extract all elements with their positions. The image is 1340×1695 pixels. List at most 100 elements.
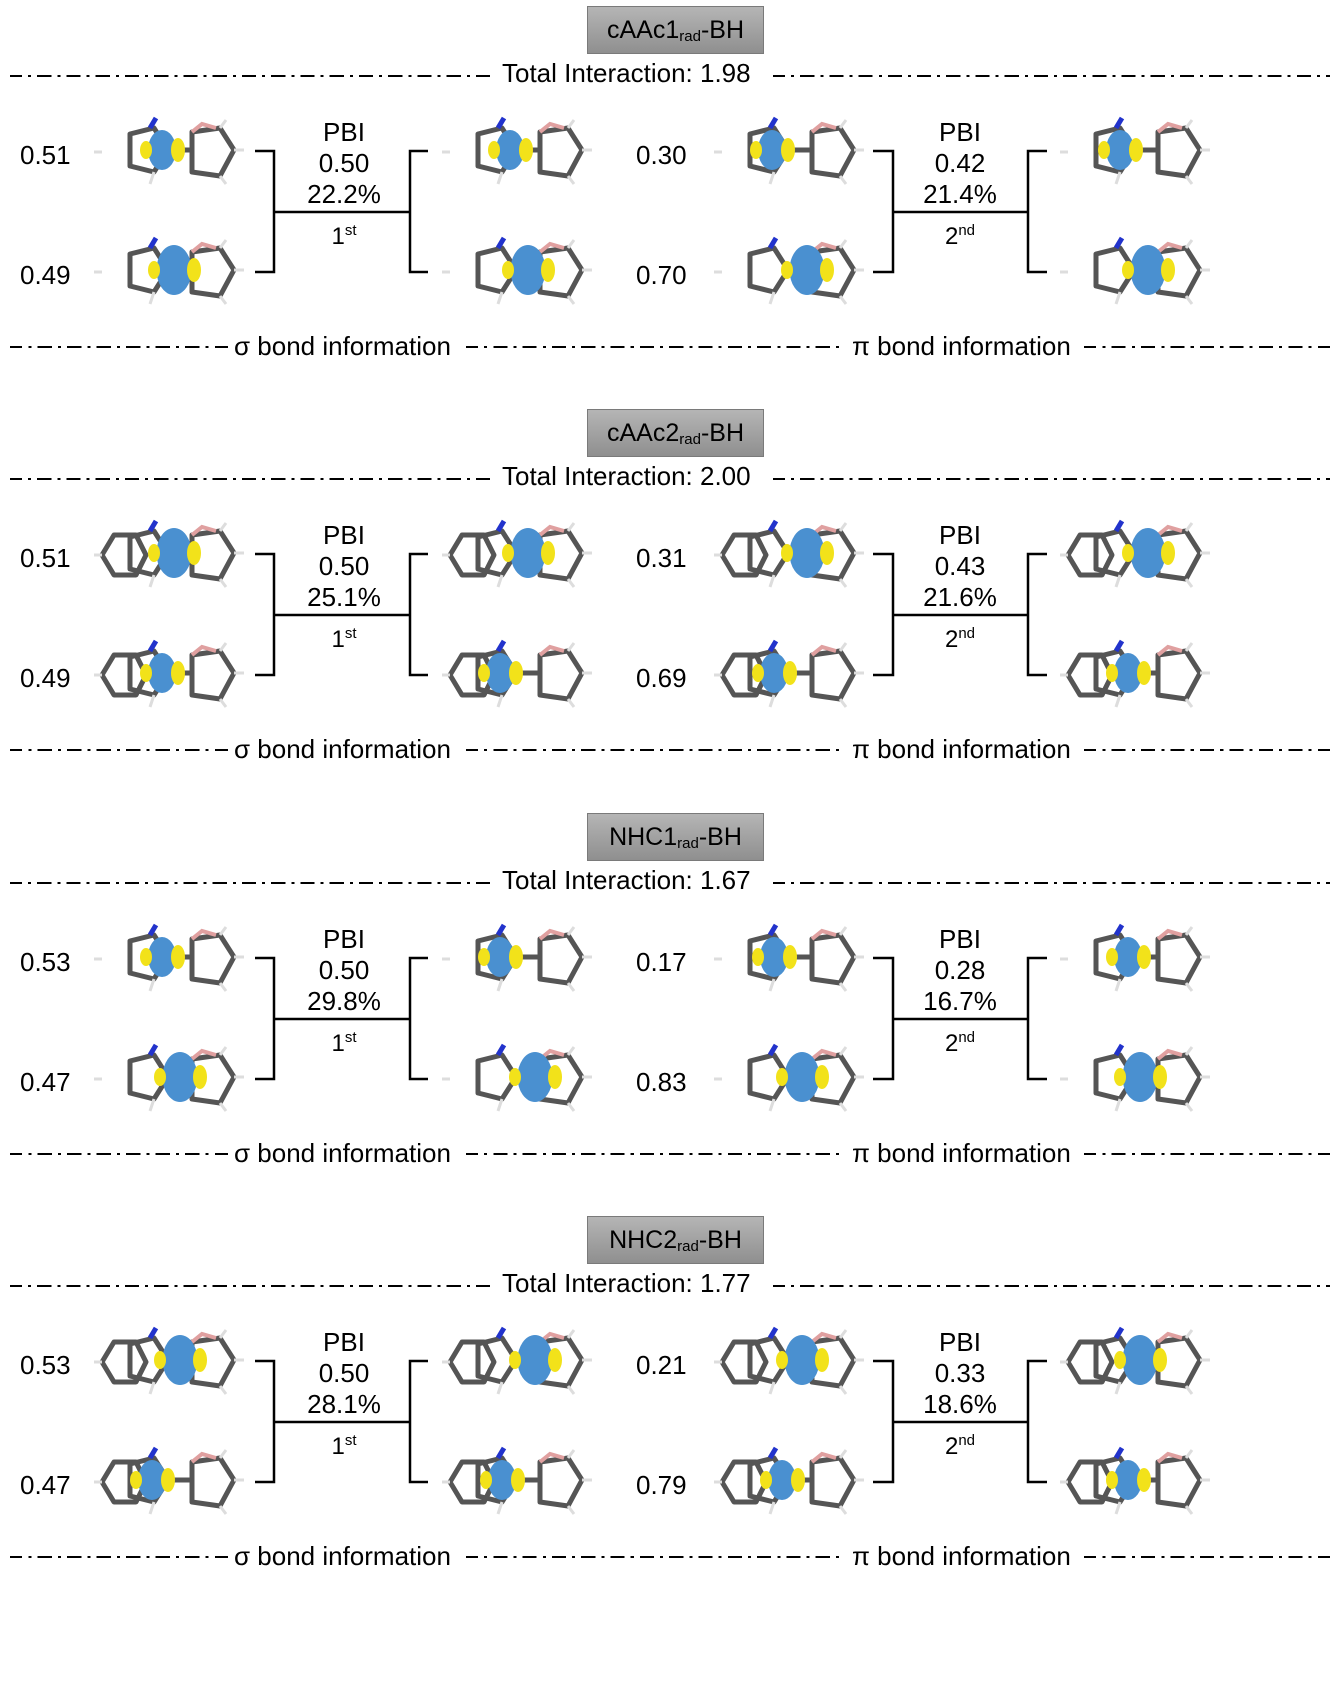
bracket-lines	[255, 552, 1047, 677]
pi-bond-orbital-top	[1058, 899, 1228, 1019]
pi-right-bracket	[1026, 1359, 1047, 1484]
pi-bond-orbital-bottom	[1058, 1422, 1228, 1542]
sigma-right-bracket	[408, 149, 428, 274]
interaction-panel-2: cAAc2rad-BH Total Interaction: 2.00 0.51…	[0, 403, 1340, 803]
sigma-caption: σ bond information	[234, 1541, 451, 1571]
pi-top-coefficient: 0.31	[636, 543, 687, 573]
top-separator-right	[773, 478, 1330, 480]
sigma-bottom-coefficient: 0.49	[20, 663, 71, 693]
top-separator-right	[773, 75, 1330, 77]
sigma-bond-orbital-top	[440, 92, 610, 212]
pi-pbi-value: 0.33	[934, 1358, 986, 1388]
pi-top-coefficient: 0.30	[636, 140, 687, 170]
sigma-bond-order: 1st	[331, 1432, 357, 1460]
panel-title: cAAc1rad-BH	[587, 6, 764, 54]
sigma-percent: 29.8%	[307, 986, 381, 1016]
sigma-fragment-orbital-top	[92, 1302, 262, 1422]
pi-bond-order: 2nd	[944, 1029, 976, 1057]
sigma-pbi-value: 0.50	[318, 148, 370, 178]
sigma-fragment-orbital-bottom	[92, 1422, 262, 1542]
pi-bond-order: 2nd	[944, 222, 976, 250]
pi-caption: π bond information	[852, 331, 1071, 361]
sigma-caption-dash-left	[10, 749, 228, 751]
pi-right-bracket	[1026, 149, 1047, 274]
pi-percent: 18.6%	[923, 1389, 997, 1419]
sigma-bond-orbital-top	[440, 1302, 610, 1422]
pi-pbi-label: PBI	[939, 117, 981, 147]
sigma-fragment-orbital-bottom	[92, 615, 262, 735]
bracket-lines	[255, 1359, 1047, 1484]
sigma-caption-dash-left	[10, 1153, 228, 1155]
sigma-percent: 22.2%	[307, 179, 381, 209]
total-interaction-label: Total Interaction: 2.00	[502, 461, 751, 491]
pi-fragment-orbital-bottom	[712, 212, 882, 332]
pi-pbi-label: PBI	[939, 520, 981, 550]
sigma-fragment-orbital-bottom	[92, 212, 262, 332]
sigma-caption: σ bond information	[234, 734, 451, 764]
sigma-pbi-value: 0.50	[318, 551, 370, 581]
sigma-bond-orbital-bottom	[440, 1422, 610, 1542]
caption-dash-middle	[466, 1153, 844, 1155]
pi-pbi-value: 0.28	[934, 955, 986, 985]
pi-fragment-orbital-top	[712, 495, 882, 615]
pi-fragment-orbital-top	[712, 1302, 882, 1422]
sigma-bond-order: 1st	[331, 1029, 357, 1057]
pi-top-coefficient: 0.21	[636, 1350, 687, 1380]
pi-pbi-label: PBI	[939, 1327, 981, 1357]
pi-caption-dash-right	[1084, 1556, 1330, 1558]
bracket-lines	[255, 956, 1047, 1081]
sigma-caption: σ bond information	[234, 331, 451, 361]
sigma-fragment-orbital-bottom	[92, 1019, 262, 1139]
pi-bond-orbital-top	[1058, 495, 1228, 615]
sigma-bond-order: 1st	[331, 222, 357, 250]
pi-right-bracket	[1026, 552, 1047, 677]
top-separator-left	[10, 478, 490, 480]
sigma-right-bracket	[408, 956, 428, 1081]
pi-caption: π bond information	[852, 1138, 1071, 1168]
top-separator-left	[10, 1285, 490, 1287]
panel-title: NHC2rad-BH	[587, 1216, 764, 1264]
sigma-top-coefficient: 0.53	[20, 1350, 71, 1380]
bracket-lines	[255, 149, 1047, 274]
pi-bottom-coefficient: 0.70	[636, 260, 687, 290]
sigma-bottom-coefficient: 0.47	[20, 1067, 71, 1097]
panel-title: NHC1rad-BH	[587, 813, 764, 861]
total-interaction-label: Total Interaction: 1.98	[502, 58, 751, 88]
pi-bottom-coefficient: 0.69	[636, 663, 687, 693]
pi-bond-order: 2nd	[944, 625, 976, 653]
caption-dash-middle	[466, 1556, 844, 1558]
pi-fragment-orbital-top	[712, 899, 882, 1019]
sigma-fragment-orbital-top	[92, 495, 262, 615]
pi-fragment-orbital-bottom	[712, 615, 882, 735]
pi-bottom-coefficient: 0.83	[636, 1067, 687, 1097]
pi-caption-dash-right	[1084, 749, 1330, 751]
sigma-caption-dash-left	[10, 346, 228, 348]
sigma-bottom-coefficient: 0.47	[20, 1470, 71, 1500]
sigma-bond-orbital-top	[440, 495, 610, 615]
pi-caption-dash-right	[1084, 1153, 1330, 1155]
sigma-top-coefficient: 0.51	[20, 543, 71, 573]
sigma-caption: σ bond information	[234, 1138, 451, 1168]
interaction-panel-1: cAAc1rad-BH Total Interaction: 1.98 0.51…	[0, 0, 1340, 400]
sigma-bond-order: 1st	[331, 625, 357, 653]
sigma-percent: 28.1%	[307, 1389, 381, 1419]
sigma-fragment-orbital-top	[92, 899, 262, 1019]
pi-caption: π bond information	[852, 1541, 1071, 1571]
pi-bond-orbital-top	[1058, 92, 1228, 212]
sigma-right-bracket	[408, 1359, 428, 1484]
sigma-top-coefficient: 0.53	[20, 947, 71, 977]
pi-bond-orbital-bottom	[1058, 1019, 1228, 1139]
pi-caption-dash-right	[1084, 346, 1330, 348]
pi-bond-orbital-bottom	[1058, 615, 1228, 735]
sigma-bond-orbital-top	[440, 899, 610, 1019]
pi-pbi-value: 0.42	[934, 148, 986, 178]
pi-top-coefficient: 0.17	[636, 947, 687, 977]
top-separator-left	[10, 75, 490, 77]
sigma-right-bracket	[408, 552, 428, 677]
total-interaction-label: Total Interaction: 1.67	[502, 865, 751, 895]
pi-percent: 21.6%	[923, 582, 997, 612]
sigma-pbi-label: PBI	[323, 1327, 365, 1357]
pi-percent: 21.4%	[923, 179, 997, 209]
sigma-pbi-value: 0.50	[318, 1358, 370, 1388]
sigma-bond-orbital-bottom	[440, 212, 610, 332]
